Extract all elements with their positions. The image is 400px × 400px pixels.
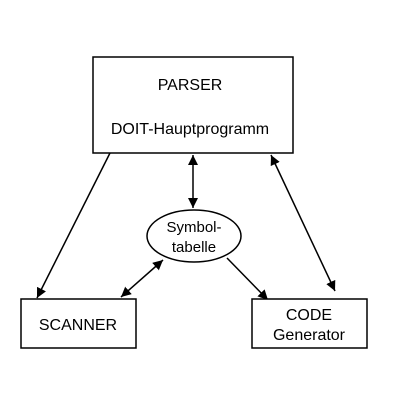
symboltabelle-node: Symbol- tabelle	[146, 209, 242, 263]
symboltabelle-ellipse	[146, 209, 242, 263]
codegen-line1: CODE	[286, 307, 332, 324]
parser-box	[92, 56, 294, 154]
scanner-node: SCANNER	[20, 298, 137, 349]
edge-symboltabelle-scanner	[120, 259, 164, 298]
parser-node: PARSER DOIT-Hauptprogramm	[92, 56, 294, 154]
symboltabelle-line1: Symbol-	[166, 219, 221, 236]
scanner-label: SCANNER	[39, 317, 117, 334]
codegen-box	[251, 298, 368, 349]
edge-parser-codegen	[270, 154, 336, 292]
scanner-box	[20, 298, 137, 349]
symboltabelle-line2: tabelle	[172, 239, 216, 256]
edge-parser-scanner	[36, 152, 111, 299]
edge-symboltabelle-codegen	[226, 257, 269, 301]
codegen-line2: Generator	[273, 327, 346, 344]
parser-subtitle: DOIT-Hauptprogramm	[111, 121, 269, 138]
parser-title: PARSER	[158, 77, 223, 94]
codegen-node: CODE Generator	[251, 298, 368, 349]
